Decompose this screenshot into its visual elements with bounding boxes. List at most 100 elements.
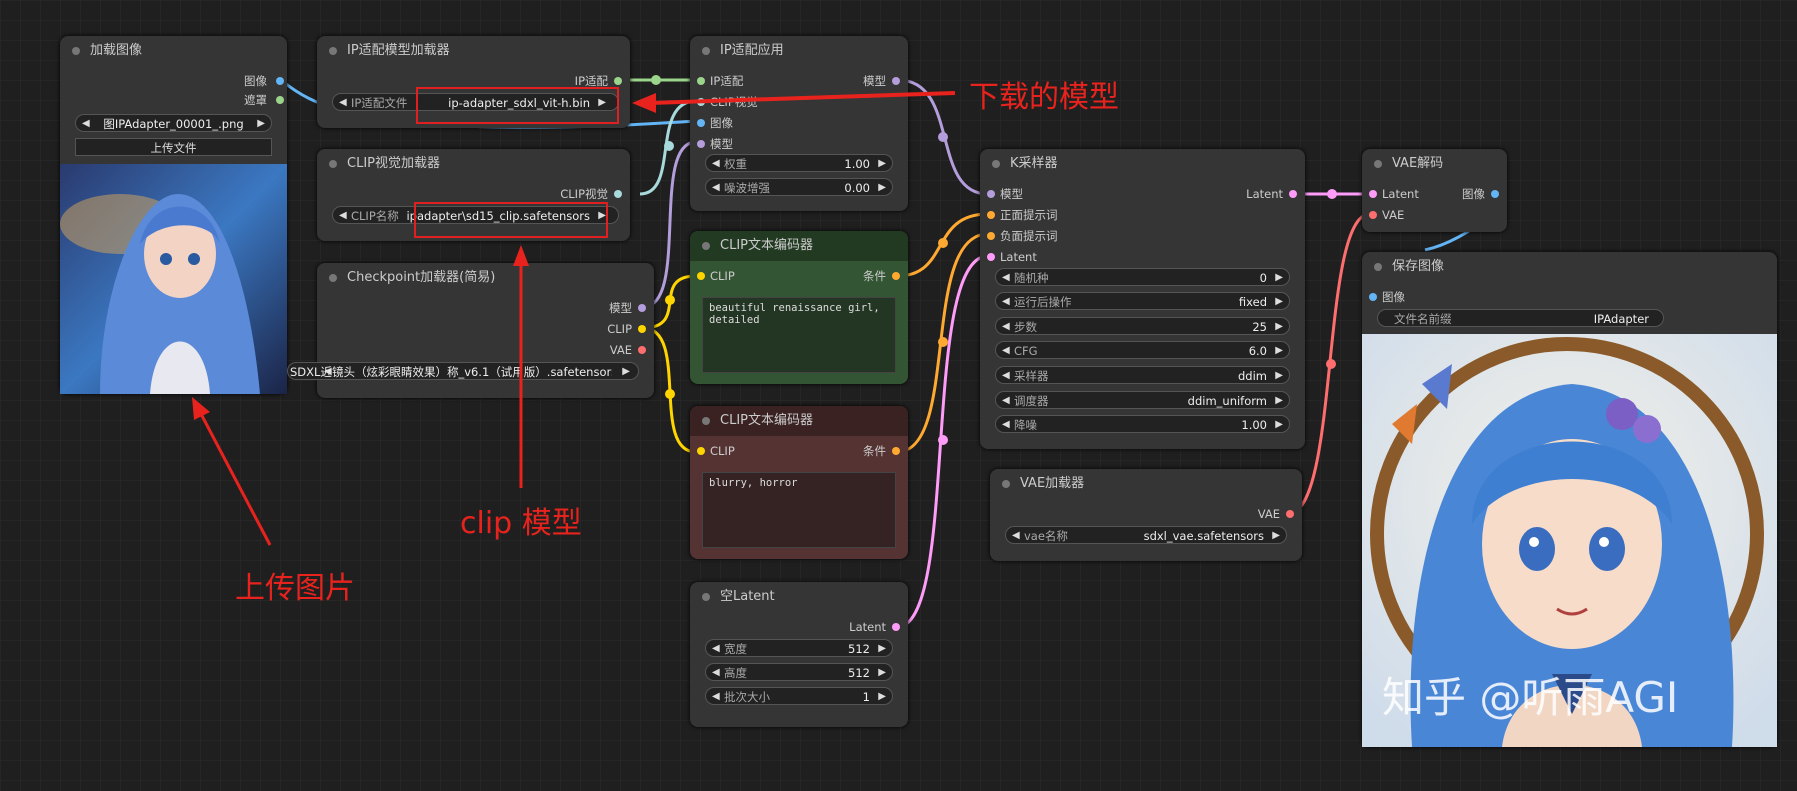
- arrow-left-icon[interactable]: ◀: [712, 182, 720, 193]
- load-image-node[interactable]: 加载图像 图像 遮罩 ◀ 图IPAdapter_00001_.png ▶ 上传文…: [60, 36, 287, 394]
- output-latent-pin[interactable]: [892, 623, 900, 631]
- collapse-dot-icon[interactable]: [702, 242, 710, 250]
- arrow-left-icon[interactable]: ◀: [1002, 345, 1010, 356]
- clip-name-combo[interactable]: ◀ CLIP名称 ipadapter\sd15_clip.safetensors…: [332, 206, 619, 224]
- arrow-left-icon[interactable]: ◀: [82, 118, 90, 129]
- arrow-right-icon[interactable]: ▶: [878, 691, 886, 702]
- arrow-right-icon[interactable]: ▶: [878, 182, 886, 193]
- collapse-dot-icon[interactable]: [72, 47, 80, 55]
- arrow-right-icon[interactable]: ▶: [1275, 345, 1283, 356]
- vae-loader-node[interactable]: VAE加载器 VAE ◀ vae名称 sdxl_vae.safetensors …: [990, 469, 1302, 561]
- arrow-right-icon[interactable]: ▶: [1275, 419, 1283, 430]
- clip-vision-loader-node[interactable]: CLIP视觉加载器 CLIP视觉 ◀ CLIP名称 ipadapter\sd15…: [317, 149, 630, 241]
- arrow-right-icon[interactable]: ▶: [878, 158, 886, 169]
- arrow-right-icon[interactable]: ▶: [598, 97, 606, 108]
- image-file-combo[interactable]: ◀ 图IPAdapter_00001_.png ▶: [75, 114, 272, 132]
- input-image-pin[interactable]: [697, 119, 705, 127]
- input-image-pin[interactable]: [1369, 293, 1377, 301]
- ip-apply-node[interactable]: IP适配应用 IP适配 CLIP视觉 图像 模型 模型 ◀ 权重 1.00 ▶ …: [690, 36, 908, 211]
- clip-text-encode-negative-node[interactable]: CLIP文本编码器 CLIP 条件 blurry, horror: [690, 406, 908, 559]
- output-model-pin[interactable]: [892, 77, 900, 85]
- input-positive-pin[interactable]: [987, 211, 995, 219]
- arrow-left-icon[interactable]: ◀: [1002, 296, 1010, 307]
- arrow-left-icon[interactable]: ◀: [1002, 321, 1010, 332]
- output-mask-pin[interactable]: [276, 96, 284, 104]
- arrow-right-icon[interactable]: ▶: [1275, 296, 1283, 307]
- collapse-dot-icon[interactable]: [329, 160, 337, 168]
- output-latent-pin[interactable]: [1289, 190, 1297, 198]
- output-conditioning-pin[interactable]: [892, 447, 900, 455]
- arrow-right-icon[interactable]: ▶: [1275, 321, 1283, 332]
- width-input[interactable]: ◀ 宽度 512 ▶: [705, 639, 893, 657]
- input-ipadapter-pin[interactable]: [697, 77, 705, 85]
- input-latent-pin[interactable]: [987, 253, 995, 261]
- output-conditioning-pin[interactable]: [892, 272, 900, 280]
- arrow-left-icon[interactable]: ◀: [1012, 530, 1020, 541]
- arrow-right-icon[interactable]: ▶: [878, 667, 886, 678]
- collapse-dot-icon[interactable]: [702, 47, 710, 55]
- collapse-dot-icon[interactable]: [1374, 160, 1382, 168]
- weight-slider[interactable]: ◀ 权重 1.00 ▶: [705, 154, 893, 172]
- arrow-right-icon[interactable]: ▶: [622, 366, 630, 377]
- vae-decode-node[interactable]: VAE解码 Latent VAE 图像: [1362, 149, 1507, 232]
- collapse-dot-icon[interactable]: [1002, 480, 1010, 488]
- arrow-left-icon[interactable]: ◀: [339, 97, 347, 108]
- input-negative-pin[interactable]: [987, 232, 995, 240]
- checkpoint-loader-node[interactable]: Checkpoint加载器(简易) 模型 CLIP VAE ◀ SDXL近镜头（…: [287, 263, 654, 398]
- arrow-left-icon[interactable]: ◀: [712, 158, 720, 169]
- batch-size-input[interactable]: ◀ 批次大小 1 ▶: [705, 687, 893, 705]
- arrow-right-icon[interactable]: ▶: [878, 643, 886, 654]
- input-vae-pin[interactable]: [1369, 211, 1377, 219]
- height-input[interactable]: ◀ 高度 512 ▶: [705, 663, 893, 681]
- collapse-dot-icon[interactable]: [702, 593, 710, 601]
- output-clip-pin[interactable]: [638, 325, 646, 333]
- save-image-node[interactable]: 保存图像 图像 文件名前缀 IPAdapter 知乎 @听雨AGI: [1362, 252, 1777, 747]
- input-model-pin[interactable]: [987, 190, 995, 198]
- arrow-left-icon[interactable]: ◀: [1002, 419, 1010, 430]
- arrow-right-icon[interactable]: ▶: [1272, 530, 1280, 541]
- arrow-right-icon[interactable]: ▶: [1275, 395, 1283, 406]
- output-image-pin[interactable]: [276, 77, 284, 85]
- arrow-left-icon[interactable]: ◀: [324, 366, 332, 377]
- arrow-right-icon[interactable]: ▶: [1275, 272, 1283, 283]
- checkpoint-name-combo[interactable]: ◀ SDXL近镜头（炫彩眼睛效果）称_v6.1（试用版）.safetensors…: [287, 362, 639, 380]
- input-clip-pin[interactable]: [697, 272, 705, 280]
- arrow-right-icon[interactable]: ▶: [598, 210, 606, 221]
- arrow-left-icon[interactable]: ◀: [1002, 272, 1010, 283]
- collapse-dot-icon[interactable]: [992, 160, 1000, 168]
- output-ipadapter-pin[interactable]: [614, 77, 622, 85]
- ip-model-loader-node[interactable]: IP适配模型加载器 IP适配 ◀ IP适配文件 ip-adapter_sdxl_…: [317, 36, 630, 128]
- arrow-left-icon[interactable]: ◀: [712, 643, 720, 654]
- output-vae-pin[interactable]: [1286, 510, 1294, 518]
- filename-prefix-input[interactable]: 文件名前缀 IPAdapter: [1377, 309, 1664, 327]
- output-image-pin[interactable]: [1491, 190, 1499, 198]
- noise-slider[interactable]: ◀ 噪波增强 0.00 ▶: [705, 178, 893, 196]
- input-latent-pin[interactable]: [1369, 190, 1377, 198]
- ipadapter-file-combo[interactable]: ◀ IP适配文件 ip-adapter_sdxl_vit-h.bin ▶: [332, 93, 619, 111]
- output-model-pin[interactable]: [638, 304, 646, 312]
- arrow-left-icon[interactable]: ◀: [1002, 370, 1010, 381]
- input-clipvision-pin[interactable]: [697, 98, 705, 106]
- input-clip-pin[interactable]: [697, 447, 705, 455]
- arrow-right-icon[interactable]: ▶: [257, 118, 265, 129]
- upload-file-button[interactable]: 上传文件: [75, 138, 272, 156]
- arrow-left-icon[interactable]: ◀: [1002, 395, 1010, 406]
- arrow-left-icon[interactable]: ◀: [339, 210, 347, 221]
- collapse-dot-icon[interactable]: [1374, 263, 1382, 271]
- output-clipvision-pin[interactable]: [614, 190, 622, 198]
- collapse-dot-icon[interactable]: [329, 47, 337, 55]
- vae-name-combo[interactable]: ◀ vae名称 sdxl_vae.safetensors ▶: [1005, 526, 1287, 544]
- empty-latent-node[interactable]: 空Latent Latent ◀ 宽度 512 ▶ ◀ 高度 512 ▶ ◀ 批…: [690, 582, 908, 727]
- arrow-left-icon[interactable]: ◀: [712, 691, 720, 702]
- arrow-right-icon[interactable]: ▶: [1275, 370, 1283, 381]
- output-vae-pin[interactable]: [638, 346, 646, 354]
- prompt-textarea[interactable]: blurry, horror: [702, 472, 896, 548]
